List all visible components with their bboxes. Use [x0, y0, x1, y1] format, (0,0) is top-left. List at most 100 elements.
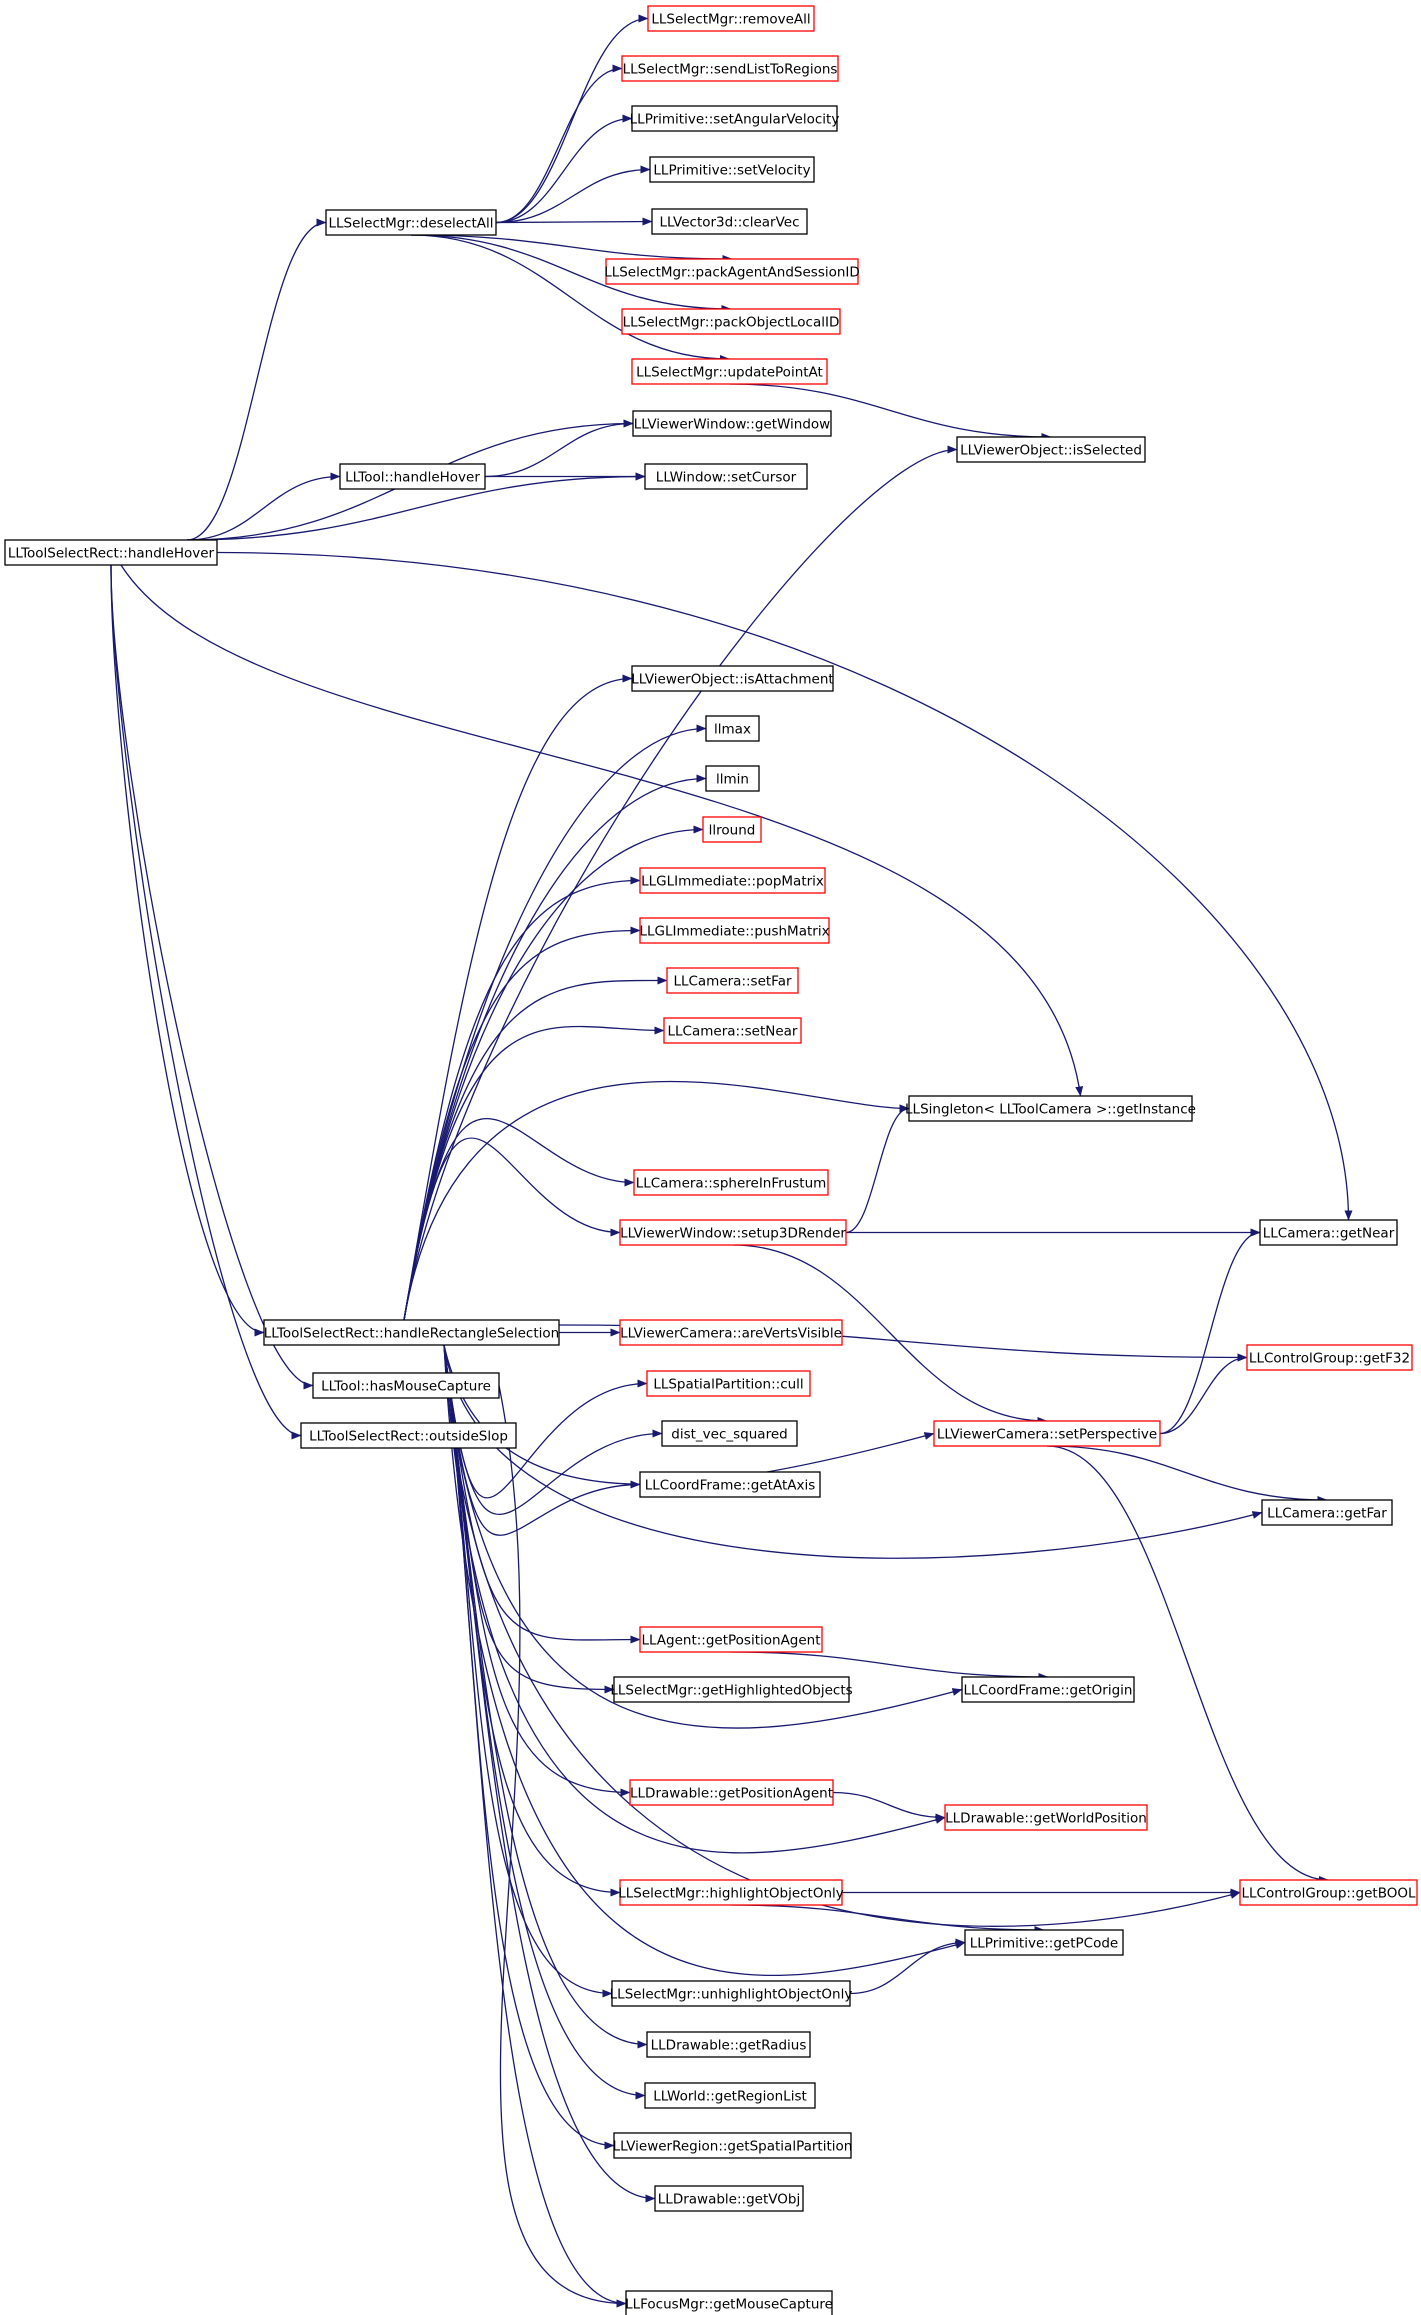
node-dist_vec_squared[interactable]: dist_vec_squared: [661, 1420, 798, 1447]
node-root[interactable]: LLToolSelectRect::handleHover: [4, 539, 218, 566]
node-getInstance[interactable]: LLSingleton< LLToolCamera >::getInstance: [905, 1095, 1196, 1122]
node-box-setup3DRender: [619, 1219, 847, 1246]
node-setCursor[interactable]: LLWindow::setCursor: [644, 463, 808, 490]
node-packObjectLocalID[interactable]: LLSelectMgr::packObjectLocalID: [621, 308, 841, 335]
node-box-setAngularVelocity: [631, 105, 838, 132]
node-updatePointAt[interactable]: LLSelectMgr::updatePointAt: [631, 358, 828, 385]
node-getRadius[interactable]: LLDrawable::getRadius: [646, 2031, 811, 2058]
node-unhighlightObjectOnly[interactable]: LLSelectMgr::unhighlightObjectOnly: [610, 1980, 853, 2007]
node-pushMatrix[interactable]: LLGLImmediate::pushMatrix: [639, 917, 830, 944]
node-toolHandleHover[interactable]: LLTool::handleHover: [339, 463, 486, 490]
node-box-popMatrix: [639, 867, 826, 894]
edge-handleRectangleSelection-to-setPerspective: [443, 1344, 935, 1485]
node-label-llround: llround: [709, 823, 756, 839]
node-box-getPositionAgentD: [629, 1779, 834, 1806]
edge-handleRectangleSelection-to-getPositionAgentA: [443, 1344, 641, 1644]
node-sendListToRegions[interactable]: LLSelectMgr::sendListToRegions: [621, 55, 839, 82]
node-getVObj[interactable]: LLDrawable::getVObj: [654, 2185, 804, 2212]
node-setNear[interactable]: LLCamera::setNear: [663, 1017, 802, 1044]
node-getNear[interactable]: LLCamera::getNear: [1259, 1219, 1398, 1246]
edge-root-to-getNear: [216, 551, 1353, 1221]
node-getHighlightedObjects[interactable]: LLSelectMgr::getHighlightedObjects: [610, 1676, 853, 1703]
edge-handleRectangleSelection-to-getAtAxis: [443, 1344, 641, 1536]
node-llmax[interactable]: llmax: [705, 715, 760, 742]
edge-handleRectangleSelection-to-llmax: [403, 724, 707, 1321]
node-box-getF32: [1246, 1344, 1413, 1371]
node-box-toolHandleHover: [339, 463, 486, 490]
edge-root-to-deselectAll: [186, 218, 327, 541]
node-areVertsVisible[interactable]: LLViewerCamera::areVertsVisible: [619, 1319, 843, 1346]
node-label-llmax: llmax: [714, 722, 751, 738]
edge-root-to-handleRectangleSelection: [110, 564, 265, 1337]
node-box-setFar: [666, 967, 799, 994]
node-removeAll[interactable]: LLSelectMgr::removeAll: [647, 5, 815, 32]
edge-handleRectangleSelection-to-getOrigin: [443, 1344, 963, 1729]
node-label-toolHandleHover: LLTool::handleHover: [345, 470, 480, 486]
node-setAngularVelocity[interactable]: LLPrimitive::setAngularVelocity: [630, 105, 840, 132]
node-box-dist_vec_squared: [661, 1420, 798, 1447]
node-clearVec[interactable]: LLVector3d::clearVec: [651, 208, 808, 235]
node-label-dist_vec_squared: dist_vec_squared: [671, 1427, 787, 1443]
node-label-getVObj: LLDrawable::getVObj: [658, 2192, 800, 2208]
node-getAtAxis[interactable]: LLCoordFrame::getAtAxis: [639, 1471, 821, 1498]
edge-root-to-setCursor: [186, 472, 646, 541]
edge-handleRectangleSelection-to-isSelected: [403, 445, 958, 1321]
node-box-llround: [702, 816, 762, 843]
node-getPositionAgentA[interactable]: LLAgent::getPositionAgent: [639, 1626, 823, 1653]
node-isAttachment[interactable]: LLViewerObject::isAttachment: [631, 665, 834, 692]
node-getBOOL[interactable]: LLControlGroup::getBOOL: [1239, 1879, 1418, 1906]
node-label-sphereInFrustum: LLCamera::sphereInFrustum: [636, 1176, 827, 1192]
node-packAgentAndSessionID[interactable]: LLSelectMgr::packAgentAndSessionID: [604, 258, 860, 285]
node-box-getSpatialPartition: [613, 2132, 852, 2159]
node-getF32[interactable]: LLControlGroup::getF32: [1246, 1344, 1413, 1371]
node-label-getPositionAgentA: LLAgent::getPositionAgent: [641, 1633, 820, 1649]
node-label-setVelocity: LLPrimitive::setVelocity: [653, 163, 810, 179]
node-getFar[interactable]: LLCamera::getFar: [1261, 1499, 1393, 1526]
node-box-getAtAxis: [639, 1471, 821, 1498]
edge-handleRectangleSelection-to-getFar: [443, 1344, 1263, 1559]
node-box-handleRectangleSelection: [263, 1319, 560, 1346]
node-setup3DRender[interactable]: LLViewerWindow::setup3DRender: [619, 1219, 847, 1246]
node-isSelected[interactable]: LLViewerObject::isSelected: [956, 436, 1146, 463]
node-box-getOrigin: [961, 1676, 1135, 1703]
node-deselectAll[interactable]: LLSelectMgr::deselectAll: [325, 209, 497, 236]
node-box-getPositionAgentA: [639, 1626, 823, 1653]
node-getSpatialPartition[interactable]: LLViewerRegion::getSpatialPartition: [613, 2132, 853, 2159]
node-llround[interactable]: llround: [702, 816, 762, 843]
node-outsideSlop[interactable]: LLToolSelectRect::outsideSlop: [300, 1422, 517, 1449]
node-getWorldPosition[interactable]: LLDrawable::getWorldPosition: [944, 1804, 1148, 1831]
node-handleRectangleSelection[interactable]: LLToolSelectRect::handleRectangleSelecti…: [263, 1319, 560, 1346]
node-getRegionList[interactable]: LLWorld::getRegionList: [644, 2082, 816, 2109]
node-cull[interactable]: LLSpatialPartition::cull: [646, 1370, 811, 1397]
node-getMouseCapture[interactable]: LLFocusMgr::getMouseCapture: [625, 2290, 833, 2315]
node-setFar[interactable]: LLCamera::setFar: [666, 967, 799, 994]
node-label-getF32: LLControlGroup::getF32: [1249, 1351, 1410, 1367]
node-label-getOrigin: LLCoordFrame::getOrigin: [963, 1683, 1132, 1699]
node-popMatrix[interactable]: LLGLImmediate::popMatrix: [639, 867, 826, 894]
node-getPositionAgentD[interactable]: LLDrawable::getPositionAgent: [629, 1779, 834, 1806]
node-setPerspective[interactable]: LLViewerCamera::setPerspective: [933, 1420, 1161, 1447]
edge-updatePointAt-to-isSelected: [729, 383, 1052, 441]
node-getPCode[interactable]: LLPrimitive::getPCode: [964, 1929, 1124, 1956]
node-llmin[interactable]: llmin: [705, 765, 760, 792]
node-getOrigin[interactable]: LLCoordFrame::getOrigin: [961, 1676, 1135, 1703]
edge-deselectAll-to-setVelocity: [495, 165, 651, 224]
node-box-getRadius: [646, 2031, 811, 2058]
node-box-getWindow: [632, 410, 832, 437]
node-label-isSelected: LLViewerObject::isSelected: [960, 443, 1142, 459]
node-highlightObjectOnly[interactable]: LLSelectMgr::highlightObjectOnly: [618, 1879, 844, 1906]
node-getWindow[interactable]: LLViewerWindow::getWindow: [632, 410, 832, 437]
edge-deselectAll-to-packAgentAndSessionID: [410, 234, 733, 263]
node-sphereInFrustum[interactable]: LLCamera::sphereInFrustum: [633, 1169, 829, 1196]
node-box-isSelected: [956, 436, 1146, 463]
node-box-clearVec: [651, 208, 808, 235]
node-setVelocity[interactable]: LLPrimitive::setVelocity: [649, 156, 815, 183]
edge-handleRectangleSelection-to-setup3DRender: [403, 1137, 621, 1321]
node-box-sphereInFrustum: [633, 1169, 829, 1196]
node-layer: LLToolSelectRect::handleHoverLLSelectMgr…: [4, 5, 1418, 2315]
node-box-getNear: [1259, 1219, 1398, 1246]
node-label-root: LLToolSelectRect::handleHover: [8, 546, 215, 562]
node-label-setFar: LLCamera::setFar: [673, 974, 792, 990]
node-hasMouseCapture[interactable]: LLTool::hasMouseCapture: [312, 1372, 500, 1399]
node-box-setVelocity: [649, 156, 815, 183]
